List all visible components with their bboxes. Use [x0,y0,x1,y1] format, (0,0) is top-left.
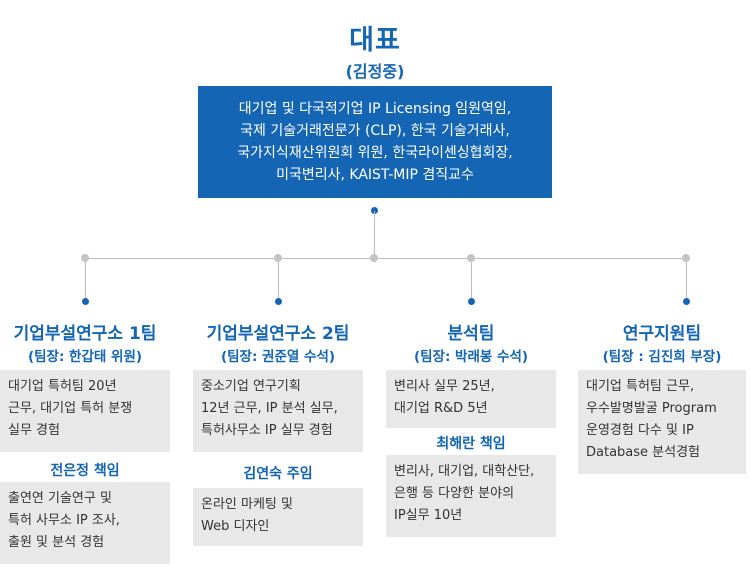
ceo-line: 국가지식재산위원회 위원, 한국라이센싱협회장, [237,145,513,161]
description-line: 우수발명발굴 Program [586,401,717,416]
description-line: 중소기업 연구기획 [201,379,301,394]
team-lead: (팀장: 권준열 수석) [220,349,336,365]
junction-dot [682,254,690,262]
junction-dot [81,254,89,262]
team-connector-dot [683,298,690,305]
member-name: 김연숙 주임 [243,466,313,482]
team-name: 분석팀 [447,324,495,344]
description-line: 대기업 특허팀 20년 [8,379,117,394]
ceo-title: 대표 [349,25,401,56]
team-description-box: 대기업 특허팀 20년 근무, 대기업 특허 분쟁 실무 경험 [0,370,170,452]
description-line: 특허 사무소 IP 조사, [8,513,120,528]
branch-line [686,262,687,298]
team-name: 연구지원팀 [622,324,702,344]
horizontal-connector-line [85,258,686,259]
description-line: 변리사 실무 25년, [394,379,495,394]
team-connector-dot [82,298,89,305]
member-name: 최해란 책임 [436,436,506,452]
team-connector-dot [468,298,475,305]
description-line: 변리사, 대기업, 대학산단, [394,464,535,479]
team-description-box: 대기업 특허팀 근무, 우수발명발굴 Program 운영경험 다수 및 IP … [578,370,746,474]
ceo-name: (김정중) [345,62,405,81]
vertical-connector-line [374,211,375,259]
description-line: 출원 및 분석 경험 [8,535,105,550]
team-connector-dot [275,298,282,305]
description-line: 대기업 R&D 5년 [394,401,488,416]
member-description-box: 변리사, 대기업, 대학산단, 은행 등 다양한 분야의 IP실무 10년 [386,455,556,537]
description-line: 대기업 특허팀 근무, [586,379,695,394]
description-line: 근무, 대기업 특허 분쟁 [8,401,133,416]
team-lead: (팀장: 한갑태 위원) [27,349,143,365]
junction-dot [467,254,475,262]
team-name: 기업부설연구소 1팀 [13,324,157,344]
description-line: 실무 경험 [8,423,60,438]
description-line: Web 디자인 [201,519,270,534]
branch-line [278,262,279,298]
description-line: IP실무 10년 [394,508,463,523]
team-name: 기업부설연구소 2팀 [206,324,350,344]
ceo-line: 국제 기술거래전문가 (CLP), 한국 기술거래사, [240,123,510,139]
ceo-line: 대기업 및 다국적기업 IP Licensing 임원역임, [238,101,512,117]
ceo-line: 미국변리사, KAIST-MIP 겸직교수 [276,167,474,183]
ceo-description-box: 대기업 및 다국적기업 IP Licensing 임원역임, 국제 기술거래전문… [198,86,552,198]
branch-line [85,262,86,298]
branch-line [471,262,472,298]
description-line: 특허사무소 IP 실무 경험 [201,423,333,438]
description-line: 운영경험 다수 및 IP [586,423,694,438]
description-line: 12년 근무, IP 분석 실무, [201,401,338,416]
member-description-box: 출연연 기술연구 및 특허 사무소 IP 조사, 출원 및 분석 경험 [0,482,170,564]
team-description-box: 변리사 실무 25년, 대기업 R&D 5년 [386,370,556,428]
junction-dot [274,254,282,262]
team-description-box: 중소기업 연구기획 12년 근무, IP 분석 실무, 특허사무소 IP 실무 … [193,370,363,452]
junction-dot [370,254,378,262]
description-line: Database 분석경험 [586,445,701,460]
member-description-box: 온라인 마케팅 및 Web 디자인 [193,488,363,546]
description-line: 온라인 마케팅 및 [201,497,293,512]
description-line: 출연연 기술연구 및 [8,491,112,506]
description-line: 은행 등 다양한 분야의 [394,486,515,501]
team-lead: (팀장 : 김진희 부장) [602,349,722,365]
member-name: 전은정 책임 [50,463,120,479]
team-lead: (팀장: 박래봉 수석) [413,349,529,365]
ceo-connector-dot [371,207,378,214]
